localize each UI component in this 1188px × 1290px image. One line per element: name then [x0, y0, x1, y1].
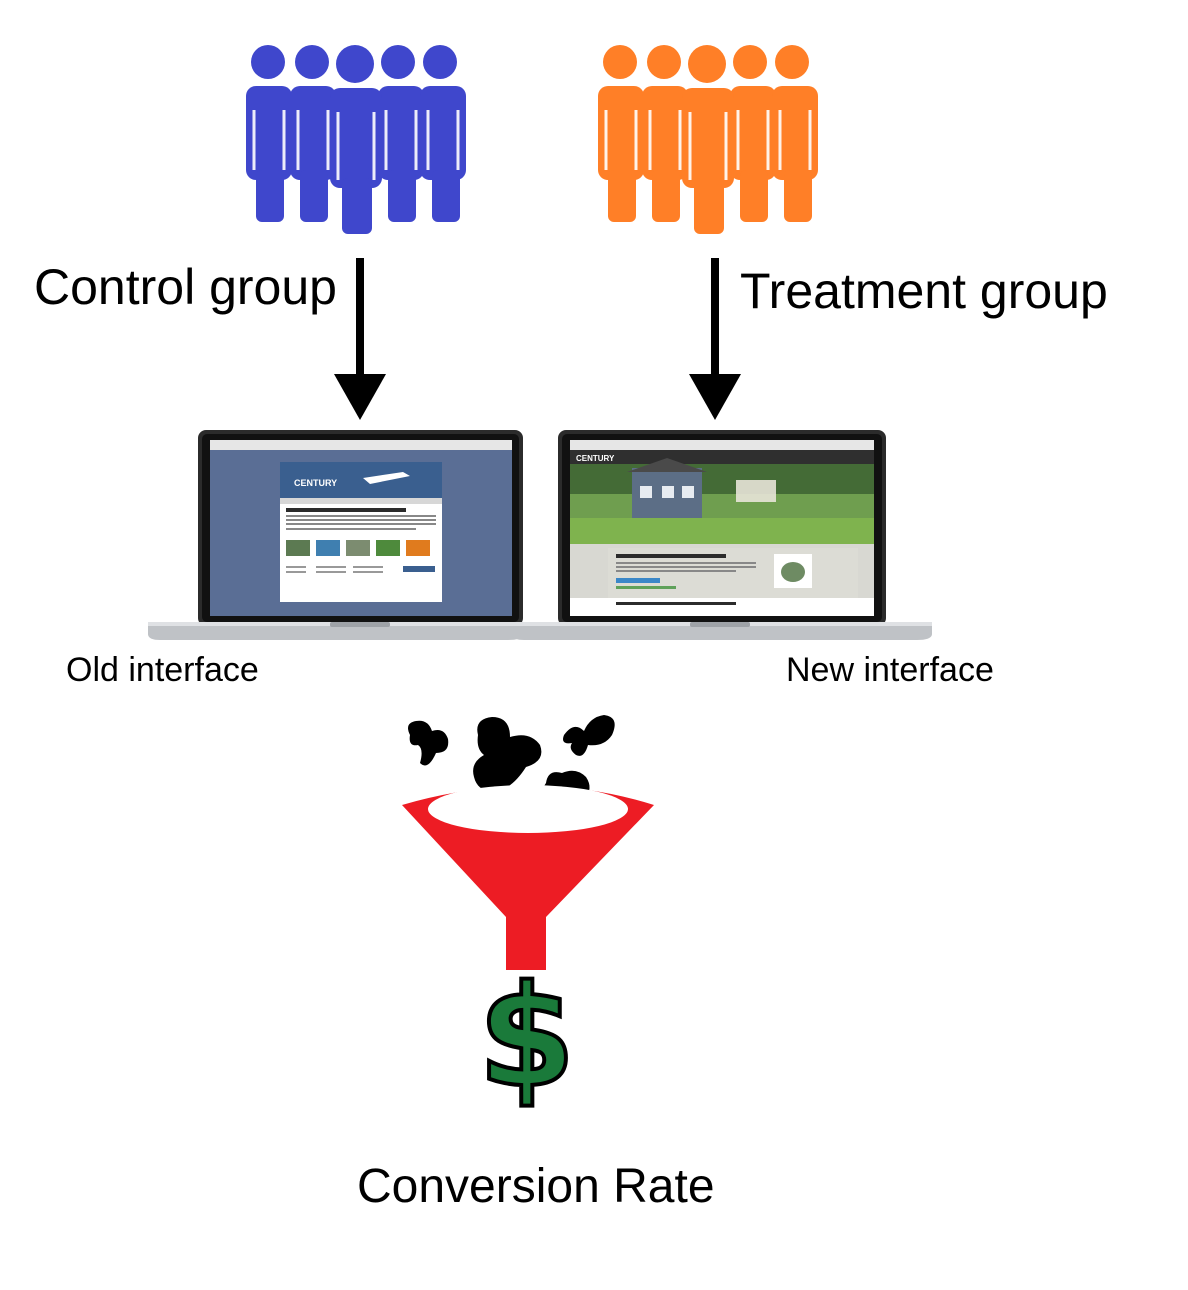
control-arrow-down-icon: [334, 258, 386, 420]
conversion-rate-label: Conversion Rate: [357, 1160, 715, 1213]
new-interface-caption: New interface: [786, 651, 994, 689]
old-screen-brand: CENTURY: [294, 478, 337, 488]
new-screen-brand: CENTURY: [576, 454, 615, 463]
control-group-label: Control group: [34, 259, 337, 315]
treatment-group-people-icon: [598, 45, 818, 234]
control-group-people-icon: [246, 45, 466, 234]
old-interface-caption: Old interface: [66, 651, 259, 689]
new-interface-laptop: CENTURY: [512, 430, 932, 640]
dollar-sign-icon: $: [476, 956, 577, 1119]
funnel-icon: [402, 715, 654, 970]
treatment-arrow-down-icon: [689, 258, 741, 420]
old-interface-laptop: CENTURY: [148, 430, 523, 640]
treatment-group-label: Treatment group: [740, 263, 1108, 319]
